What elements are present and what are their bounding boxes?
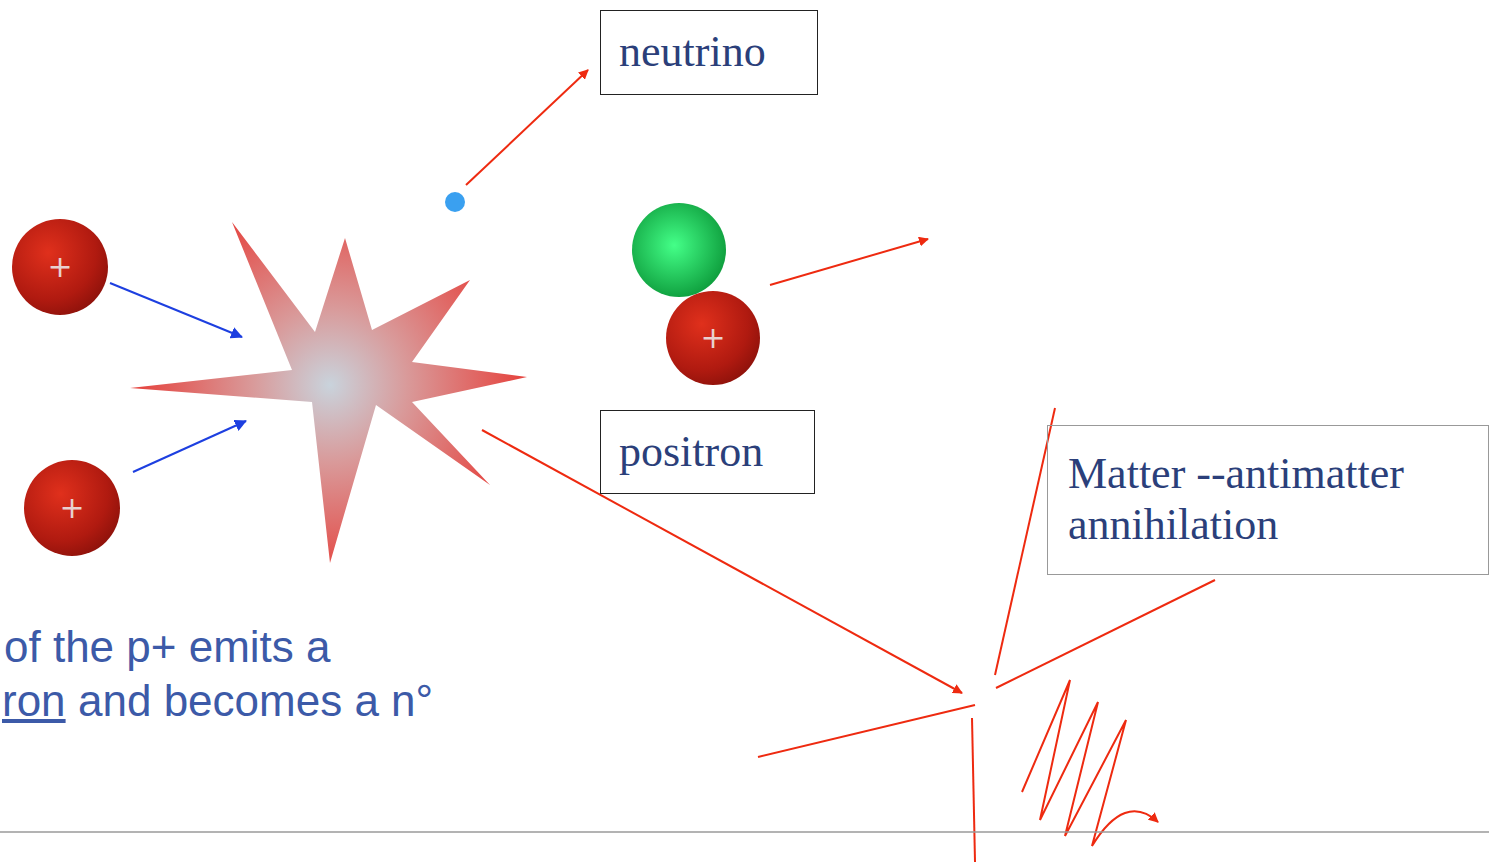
annihilation-ray (996, 580, 1215, 688)
charge-sign: + (700, 321, 725, 356)
proton: + (666, 291, 760, 385)
caption-text: of the p+ emits a (4, 622, 331, 672)
charge-sign: + (59, 491, 84, 526)
proton-path (110, 283, 242, 337)
box-label: positron (619, 427, 763, 478)
charge-sign: + (47, 250, 72, 285)
neutron (632, 203, 726, 297)
neutrino-path (466, 70, 588, 185)
particle-label-box: neutrino (600, 10, 818, 95)
annihilation-ray (972, 718, 975, 862)
box-label: neutrino (619, 27, 766, 78)
footer-rule (0, 831, 1489, 833)
proton: + (12, 219, 108, 315)
proton: + (24, 460, 120, 556)
collision-burst (130, 222, 527, 563)
annihilation-ray (995, 408, 1055, 675)
box-label: Matter --antimatter annihilation (1068, 449, 1468, 550)
gamma-ray (1022, 680, 1158, 846)
particle-label-box: positron (600, 410, 815, 494)
annihilation-ray (758, 705, 975, 757)
annihilation-label-box: Matter --antimatter annihilation (1047, 425, 1489, 575)
caption-text: and becomes a n° (78, 676, 433, 726)
neutrino-dot (445, 192, 465, 212)
deuteron-path (770, 239, 928, 285)
caption-text: ron (2, 676, 66, 726)
proton-path (133, 421, 246, 472)
